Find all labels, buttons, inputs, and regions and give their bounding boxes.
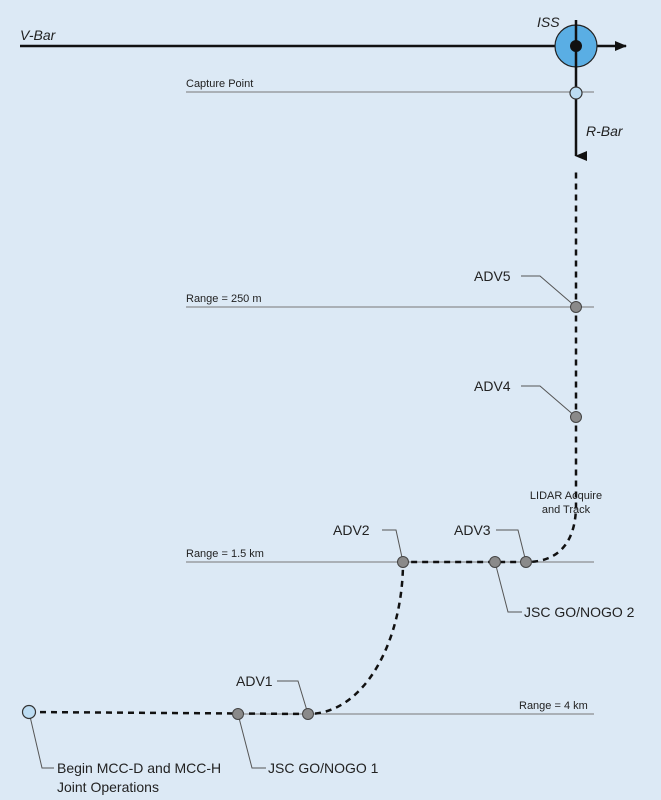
waypoint-gonogo2 xyxy=(489,556,501,568)
waypoint-gonogo1 xyxy=(232,708,244,720)
approach-trajectory xyxy=(28,170,578,716)
adv1-leader xyxy=(277,680,309,715)
iss-label: ISS xyxy=(537,14,560,30)
range-1-5km-label: Range = 1.5 km xyxy=(186,548,264,560)
adv3-label: ADV3 xyxy=(454,522,491,538)
gonogo2-label: JSC GO/NOGO 2 xyxy=(524,604,635,620)
capture-point-marker xyxy=(569,86,583,100)
adv5-leader xyxy=(521,275,577,308)
waypoint-adv3 xyxy=(520,556,532,568)
waypoint-adv4 xyxy=(570,411,582,423)
lidar-label-line1: LIDAR Acquire xyxy=(530,490,602,502)
capture-point-label: Capture Point xyxy=(186,78,253,90)
waypoint-adv2 xyxy=(397,556,409,568)
start-point-marker xyxy=(21,704,37,720)
begin-label-line2: Joint Operations xyxy=(57,779,159,795)
adv2-label: ADV2 xyxy=(333,522,370,538)
adv3-leader xyxy=(496,529,527,563)
range-250m-label: Range = 250 m xyxy=(186,293,262,305)
waypoint-adv5 xyxy=(570,301,582,313)
iss-center-dot xyxy=(570,40,582,52)
gonogo1-label: JSC GO/NOGO 1 xyxy=(268,760,379,776)
gonogo1-leader xyxy=(237,713,266,769)
adv4-label: ADV4 xyxy=(474,378,511,394)
begin-leader xyxy=(28,711,54,769)
adv2-leader xyxy=(382,529,404,563)
adv1-label: ADV1 xyxy=(236,673,273,689)
rbar-label: R-Bar xyxy=(586,123,624,139)
gonogo2-leader xyxy=(494,561,522,613)
begin-label-line1: Begin MCC-D and MCC-H xyxy=(57,760,221,776)
vbar-label: V-Bar xyxy=(20,27,57,43)
waypoint-adv1 xyxy=(302,708,314,720)
adv5-label: ADV5 xyxy=(474,268,511,284)
lidar-label-line2: and Track xyxy=(542,504,591,516)
adv4-leader xyxy=(521,385,577,418)
range-4km-label: Range = 4 km xyxy=(519,700,588,712)
